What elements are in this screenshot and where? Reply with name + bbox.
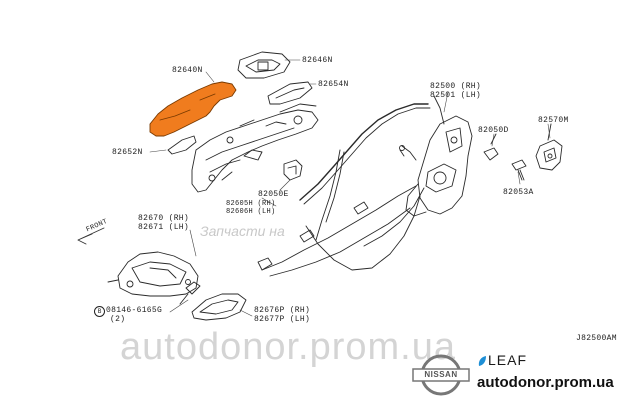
label-82050D: 82050D [478,126,509,135]
inside-handle [117,251,199,297]
label-08146-qty: (2) [110,315,126,324]
screw-82053A [511,159,527,171]
label-82570M: 82570M [538,116,569,125]
outside-handle-highlighted [149,81,237,137]
diagram-code: J82500AM [576,334,617,343]
front-arrow [77,227,105,245]
watermark-center: Запчасти на [200,223,285,239]
label-82676P: 82676P (RH) [254,306,311,315]
label-82677P: 82677P (LH) [254,315,311,324]
label-82605H: 82605H (RH) [226,200,276,208]
escutcheon-82676P [191,293,247,321]
label-82652N: 82652N [112,148,143,157]
label-82050E: 82050E [258,190,289,199]
label-82500-82501: 82500 (RH) 82501 (LH) [430,82,481,100]
striker-82570M [535,139,563,171]
gasket-82652N [167,135,197,155]
cable-3 [269,207,411,277]
label-82053A: 82053A [503,188,534,197]
label-82646N: 82646N [302,56,333,65]
label-82676P-82677P: 82676P (RH) 82677P (LH) [254,306,310,324]
watermark-url: autodonor.prom.ua [120,326,457,368]
label-82605H-82606H: 82605H (RH) 82606H (LH) [226,200,276,216]
clip-82050E [283,159,303,181]
bolt-82050D [483,147,499,161]
label-82500: 82500 (RH) [430,82,482,91]
cable-2 [261,185,417,271]
leaf-icon [478,356,486,366]
lock-rod [299,103,429,201]
nissan-logo [412,354,470,396]
label-82501: 82501 (LH) [430,91,482,100]
label-82654N: 82654N [318,80,349,89]
model-name: LEAF [488,352,528,368]
label-08146: 08146-6165G (2) [106,306,162,324]
bolt-08146 [185,281,201,295]
cable-1 [305,195,421,271]
gasket-82654N [267,81,313,105]
site-url: autodonor.prom.ua [477,374,614,391]
label-08146-marker: B [94,306,105,317]
escutcheon-82646N [237,51,291,79]
label-08146-part: 08146-6165G [106,306,163,315]
handle-bracket [191,109,319,193]
label-82640N: 82640N [172,66,203,75]
label-82671: 82671 (LH) [138,223,190,232]
label-82670: 82670 (RH) [138,214,190,223]
label-82670-82671: 82670 (RH) 82671 (LH) [138,214,189,232]
label-82606H: 82606H (LH) [226,208,276,216]
nissan-logo-text: NISSAN [424,370,458,379]
door-lock-actuator [417,115,473,215]
